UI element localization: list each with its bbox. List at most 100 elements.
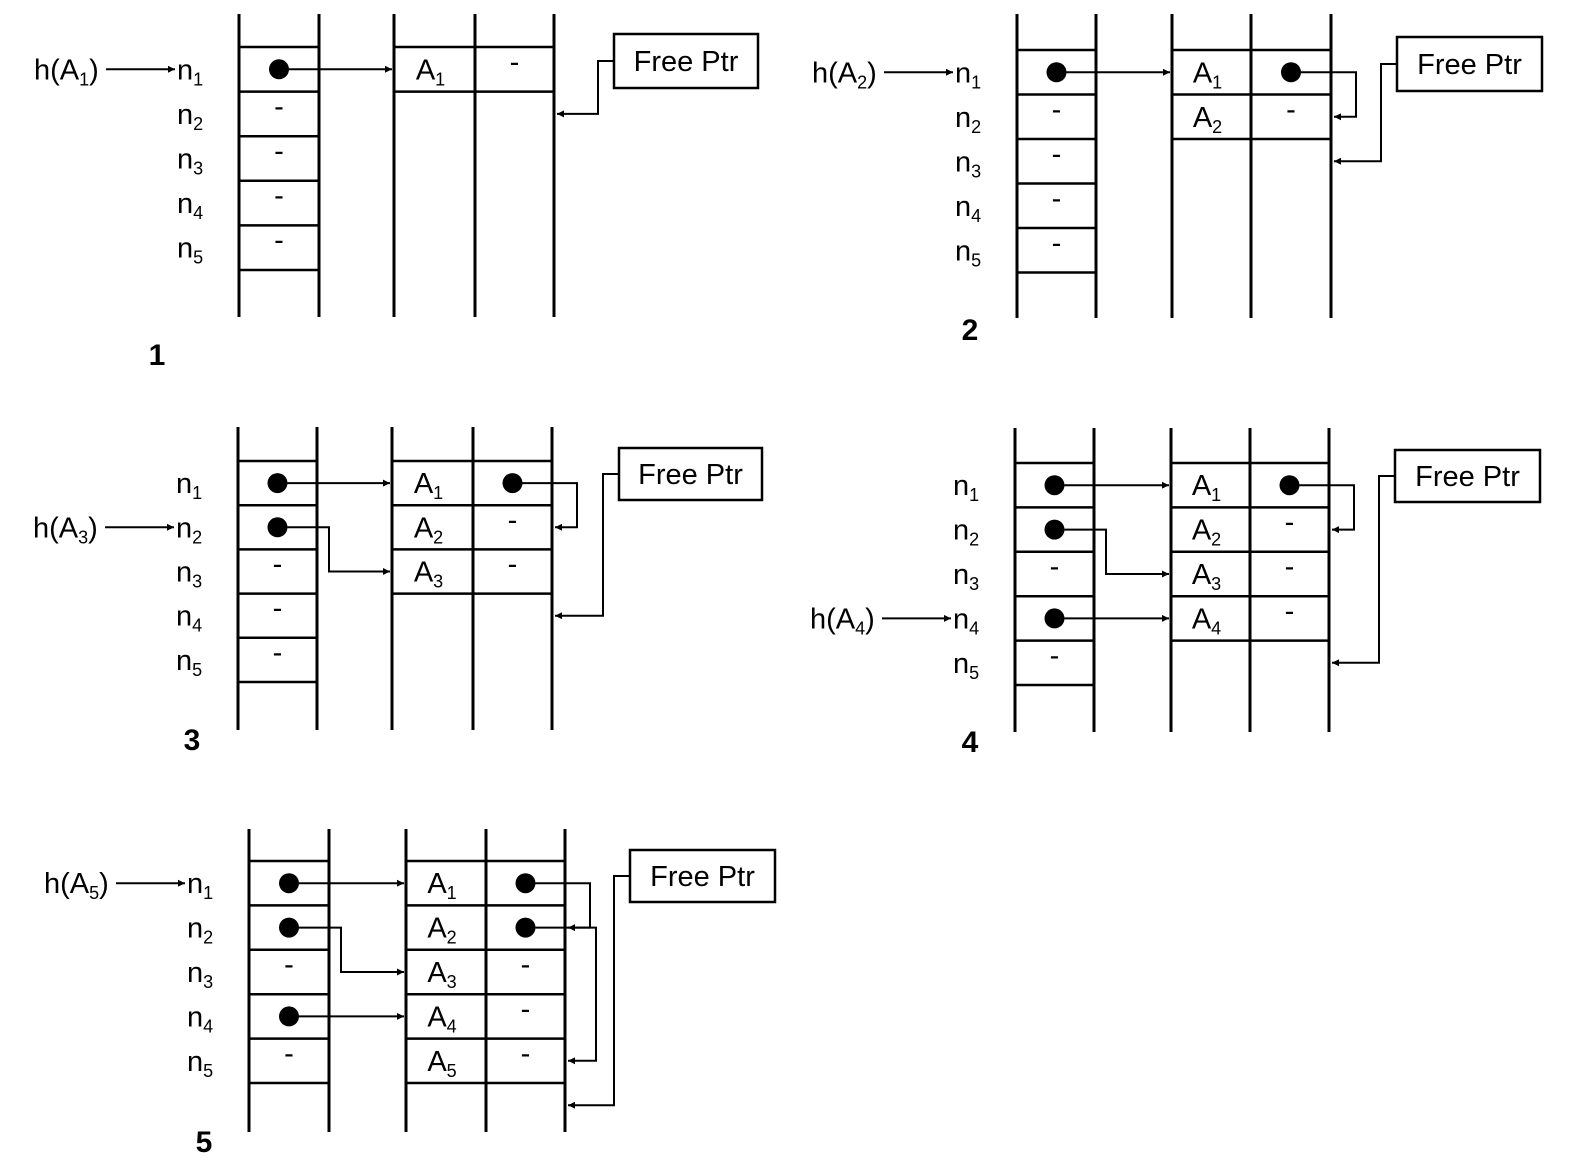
- null-marker: -: [1052, 138, 1062, 170]
- slot-label: n3: [955, 146, 981, 181]
- null-marker: -: [274, 225, 284, 257]
- panel-1: n1 n2 n3 n4 n5 - - - - A1 - Free Ptr h(A1) 1: [34, 14, 760, 372]
- free-ptr-label: Free Ptr: [1415, 461, 1520, 493]
- hash-input-label: h(A3): [33, 512, 98, 547]
- record-key: A2: [427, 913, 456, 948]
- pointer-dot: [502, 473, 523, 494]
- null-marker: -: [274, 91, 284, 123]
- null-marker: -: [273, 593, 283, 625]
- next-link-arrow: [1299, 484, 1355, 534]
- free-ptr-box: [1395, 35, 1544, 93]
- null-marker: -: [1285, 595, 1295, 627]
- slot-label: n4: [187, 1001, 213, 1036]
- slot-label: n1: [955, 57, 981, 92]
- record-key: A2: [1193, 102, 1222, 137]
- slot-label: n5: [176, 645, 202, 680]
- pointer-dot: [1281, 62, 1301, 83]
- free-ptr-arrow: [555, 473, 619, 620]
- hash-input-label: h(A4): [810, 603, 875, 638]
- record-key: A1: [1192, 470, 1221, 505]
- free-ptr-arrow: [1334, 63, 1397, 165]
- record-key: A1: [427, 868, 456, 903]
- slot-label: n3: [187, 957, 213, 992]
- free-ptr-box: [617, 446, 764, 502]
- record-key: A4: [427, 1001, 456, 1036]
- null-marker: -: [1052, 227, 1062, 259]
- pointer-dot: [1046, 62, 1067, 83]
- hash-input-label: h(A5): [44, 868, 109, 903]
- slot-label: n2: [953, 515, 979, 550]
- pointer-dot: [279, 873, 299, 894]
- next-link-arrow: [535, 926, 597, 1065]
- bucket-link-arrow: [1064, 528, 1169, 578]
- null-marker: -: [274, 180, 284, 212]
- null-marker: -: [284, 1038, 294, 1070]
- slot-label: n5: [955, 235, 981, 270]
- slot-label: n2: [177, 99, 203, 134]
- pointer-dot: [279, 917, 299, 938]
- step-number: 4: [962, 726, 979, 759]
- slot-label: n1: [953, 470, 979, 505]
- slot-label: n2: [187, 913, 213, 948]
- bucket-link-arrow: [287, 526, 390, 575]
- slot-label: n4: [177, 188, 203, 223]
- record-key: A4: [1192, 603, 1221, 638]
- null-marker: -: [1052, 183, 1062, 215]
- free-ptr-label: Free Ptr: [1417, 49, 1522, 81]
- next-link-arrow: [1301, 71, 1357, 121]
- slot-label: n1: [177, 54, 203, 89]
- pointer-dot: [1044, 475, 1065, 496]
- slot-label: n4: [953, 603, 979, 638]
- free-ptr-label: Free Ptr: [634, 46, 739, 78]
- slot-label: n5: [187, 1046, 213, 1081]
- record-key: A3: [427, 957, 456, 992]
- null-marker: -: [273, 549, 283, 581]
- step-number: 1: [149, 339, 166, 372]
- free-ptr-arrow: [1332, 475, 1395, 667]
- null-marker: -: [508, 504, 518, 536]
- pointer-dot: [1044, 519, 1065, 540]
- null-marker: -: [508, 549, 518, 581]
- record-key: A5: [427, 1046, 456, 1081]
- slot-label: n4: [176, 601, 202, 636]
- slot-label: n4: [955, 191, 981, 226]
- null-marker: -: [510, 46, 520, 78]
- null-marker: -: [521, 949, 531, 981]
- record-key: A2: [414, 512, 443, 547]
- slot-label: n5: [953, 648, 979, 683]
- record-key: A1: [414, 468, 443, 503]
- hash-input-label: h(A2): [812, 57, 877, 92]
- null-marker: -: [274, 136, 284, 168]
- null-marker: -: [521, 1038, 531, 1070]
- slot-label: n1: [187, 868, 213, 903]
- slot-label: n3: [176, 557, 202, 592]
- record-key: A1: [416, 54, 445, 89]
- slot-label: n5: [177, 233, 203, 268]
- step-number: 2: [962, 314, 979, 347]
- free-ptr-box: [1393, 448, 1542, 504]
- slot-label: n2: [176, 512, 202, 547]
- null-marker: -: [284, 949, 294, 981]
- pointer-dot: [267, 517, 288, 538]
- pointer-dot: [1279, 475, 1300, 496]
- free-ptr-box: [628, 848, 777, 904]
- free-ptr-box: [612, 32, 760, 90]
- pointer-dot: [1044, 608, 1065, 629]
- step-number: 3: [184, 724, 201, 757]
- free-ptr-arrow: [557, 60, 614, 118]
- record-key: A2: [1192, 515, 1221, 550]
- null-marker: -: [1286, 94, 1296, 126]
- null-marker: -: [273, 637, 283, 669]
- hash-input-label: h(A1): [34, 54, 99, 89]
- pointer-dot: [279, 1006, 299, 1027]
- pointer-dot: [267, 473, 288, 494]
- null-marker: -: [1285, 507, 1295, 539]
- slot-label: n2: [955, 102, 981, 137]
- record-key: A1: [1193, 57, 1222, 92]
- slot-label: n3: [177, 144, 203, 179]
- record-key: A3: [414, 557, 443, 592]
- null-marker: -: [1050, 640, 1060, 672]
